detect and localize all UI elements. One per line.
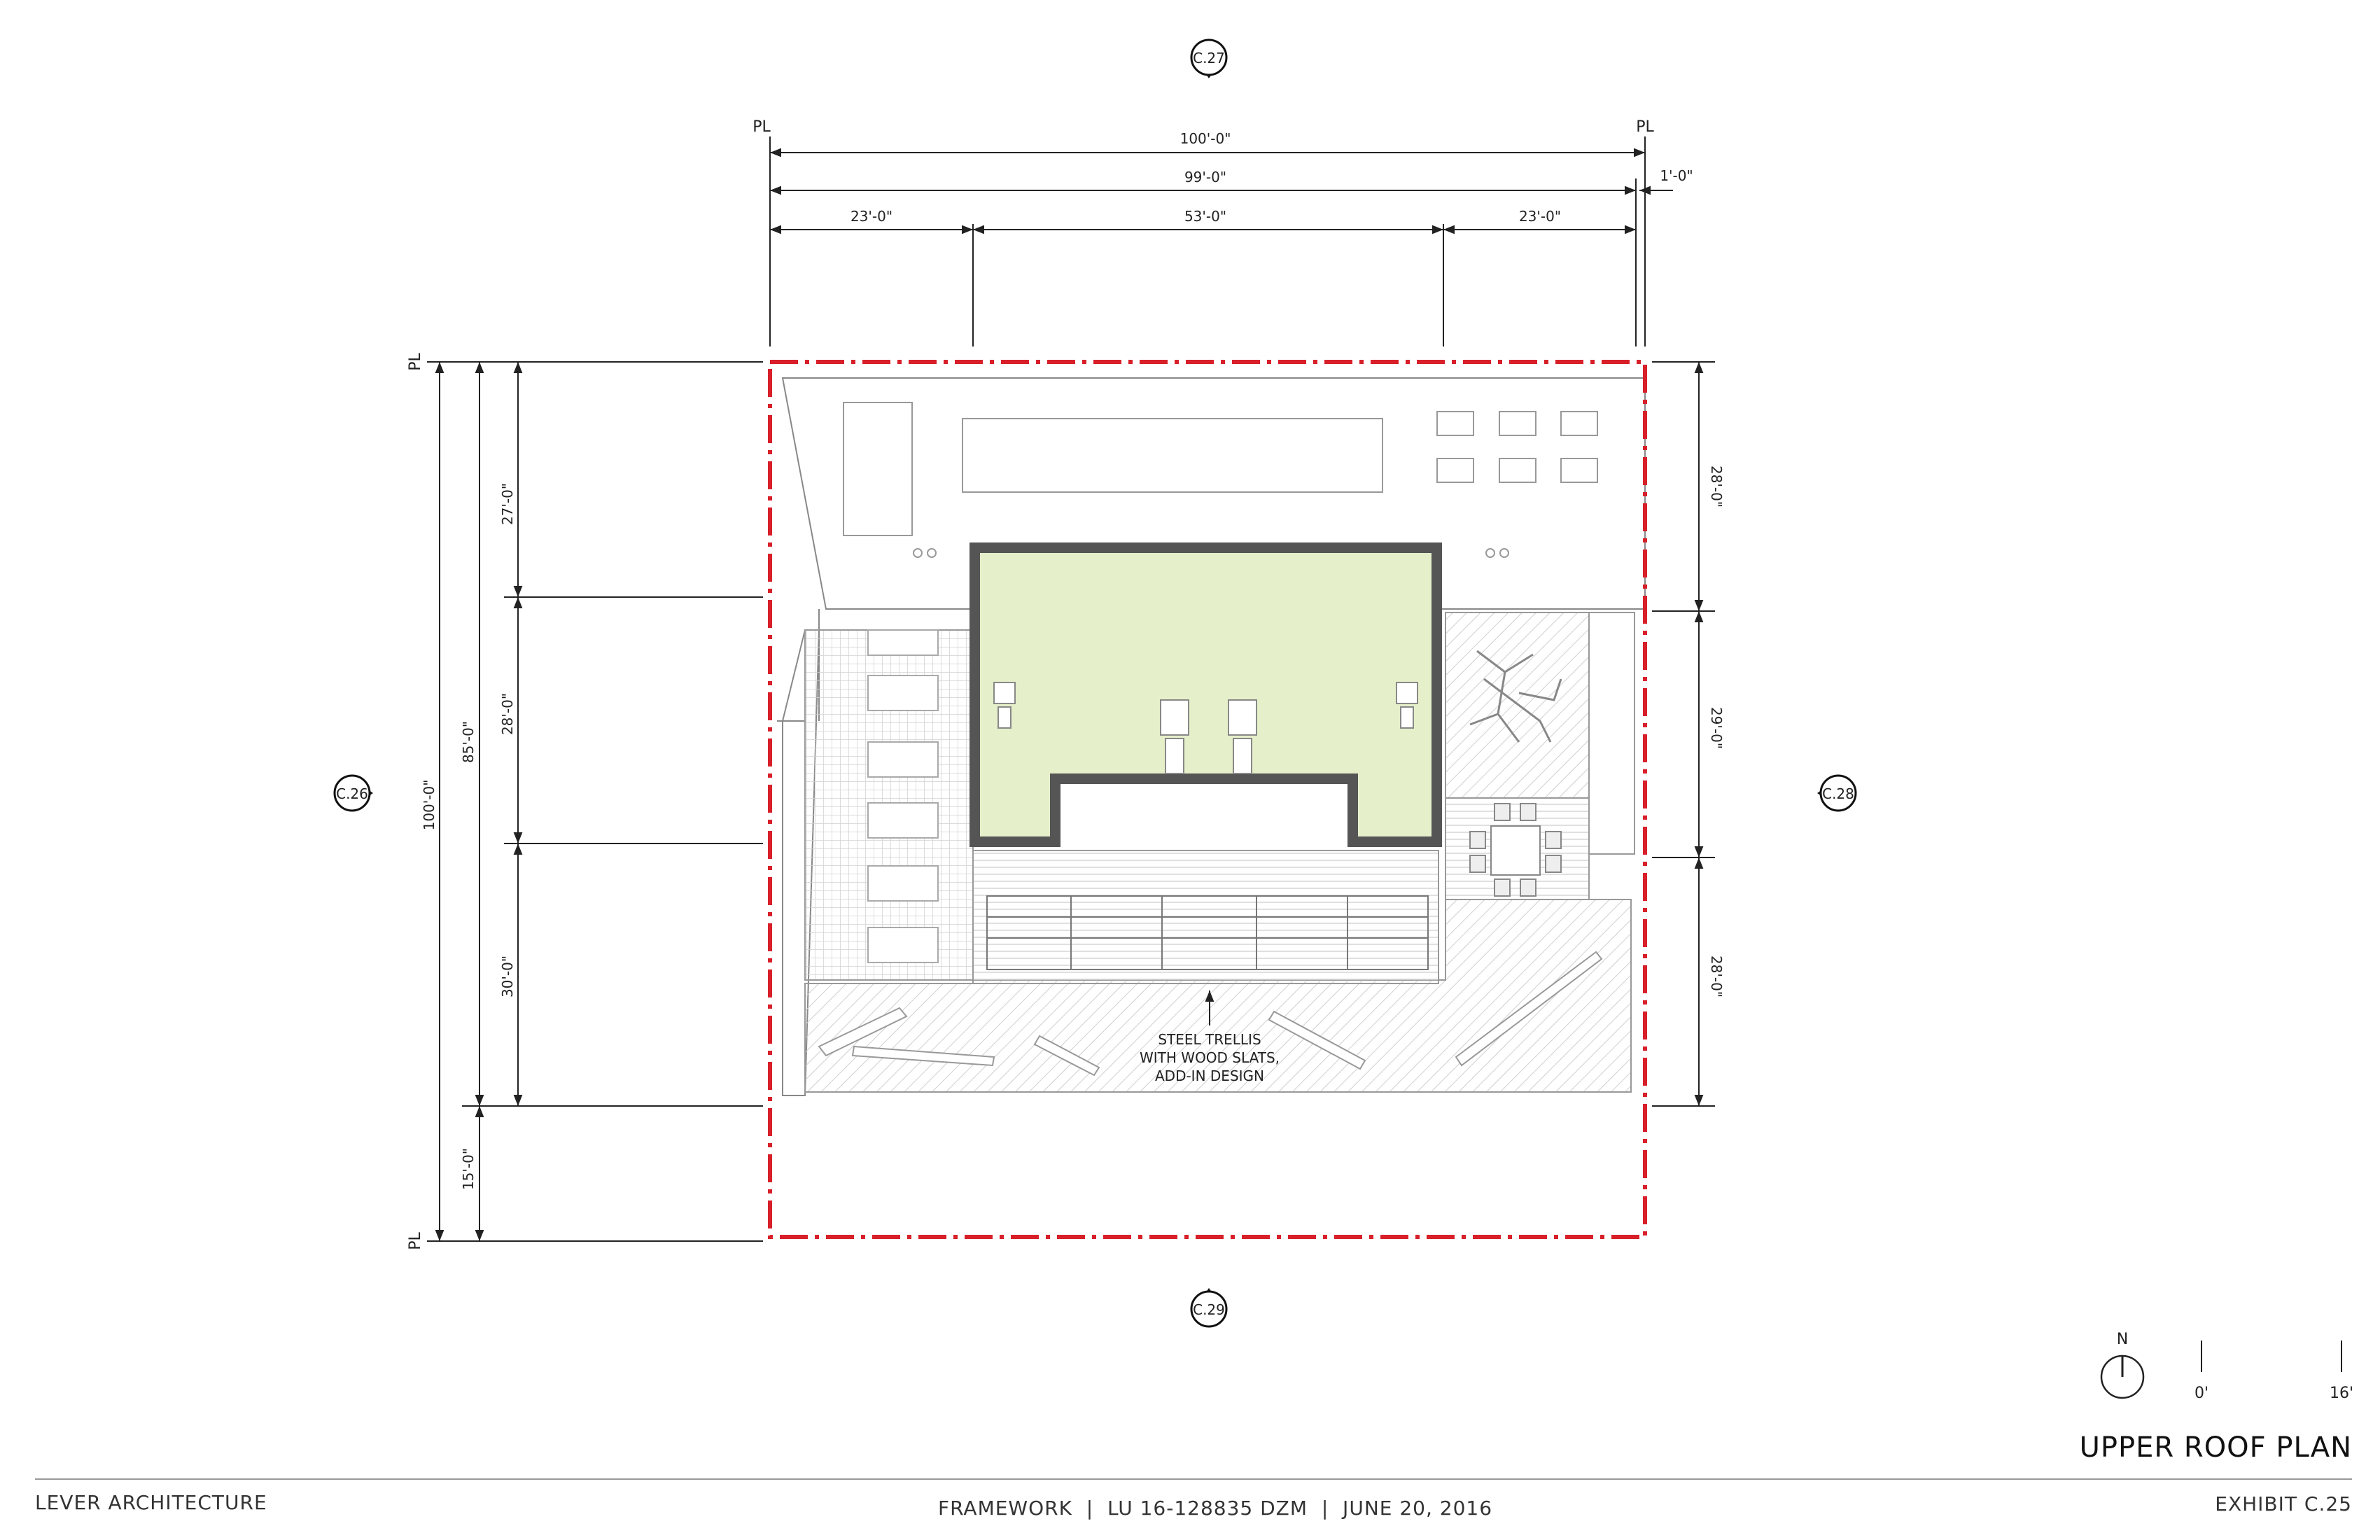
section-marker-right-label: C.28 — [1822, 785, 1854, 802]
pl-label-top-right: PL — [1636, 118, 1654, 136]
dim-left-sub: 85'-0" — [460, 721, 477, 763]
dim-left-seg3: 30'-0" — [499, 955, 516, 997]
section-marker-top[interactable]: C.27 — [1190, 38, 1228, 78]
east-walkway — [1588, 612, 1635, 855]
top-dimension-lines — [769, 136, 1673, 346]
skylight-units — [993, 682, 1418, 774]
section-marker-left[interactable]: C.26 — [333, 774, 373, 812]
section-marker-left-label: C.26 — [336, 785, 368, 802]
scale-bar — [2201, 1340, 2342, 1372]
dim-right-seg1: 28'-0" — [1708, 465, 1725, 507]
north-arrow-icon — [2100, 1354, 2145, 1399]
pl-label-left-bottom: PL — [407, 1231, 424, 1250]
left-dimension-lines — [427, 361, 763, 1242]
green-roof — [980, 553, 1432, 836]
footer-firm: LEVER ARCHITECTURE — [35, 1491, 267, 1514]
dim-right-seg2: 29'-0" — [1708, 707, 1725, 749]
dim-top-inner: 99'-0" — [1184, 169, 1226, 186]
footer-divider — [35, 1478, 2352, 1480]
dim-left-seg2: 28'-0" — [499, 693, 516, 735]
right-dimension-lines — [1652, 361, 1715, 1107]
dim-right-seg3: 28'-0" — [1708, 955, 1725, 997]
tree-icon — [1469, 650, 1562, 743]
dim-left-seg1: 27'-0" — [499, 483, 516, 525]
footer-exhibit: EXHIBIT C.25 — [2215, 1492, 2352, 1516]
section-marker-bottom[interactable]: C.29 — [1190, 1288, 1228, 1328]
dim-top-left-seg: 23'-0" — [850, 208, 892, 225]
dim-left-overall: 100'-0" — [421, 780, 438, 831]
dim-top-right-seg: 23'-0" — [1519, 208, 1561, 225]
property-line — [768, 360, 1647, 1239]
pl-label-left-top: PL — [407, 352, 424, 370]
dim-top-side: 1'-0" — [1660, 167, 1693, 184]
scale-start: 0' — [2194, 1385, 2208, 1402]
section-marker-top-label: C.27 — [1193, 50, 1225, 66]
section-marker-bottom-label: C.29 — [1193, 1301, 1225, 1318]
scale-end: 16' — [2330, 1385, 2353, 1402]
annotation-line-2: WITH WOOD SLATS, — [1140, 1049, 1280, 1066]
section-marker-right[interactable]: C.28 — [1817, 774, 1857, 812]
east-planter — [1445, 612, 1590, 799]
north-label: N — [2117, 1331, 2128, 1348]
footer-project: FRAMEWORK | LU 16-128835 DZM | JUNE 20, … — [938, 1497, 1493, 1520]
west-terrace-pavers — [867, 629, 939, 963]
table-and-chairs — [1469, 803, 1562, 897]
branch-icon — [818, 951, 1603, 1077]
steel-trellis — [986, 895, 1429, 970]
pl-label-top-left: PL — [752, 118, 771, 136]
mechanical-area — [843, 402, 1598, 558]
dim-top-mid-seg: 53'-0" — [1184, 208, 1226, 225]
dim-top-overall: 100'-0" — [1180, 130, 1231, 147]
annotation-line-1: STEEL TRELLIS — [1158, 1031, 1261, 1048]
dim-left-seg4: 15'-0" — [460, 1148, 477, 1190]
annotation-line-3: ADD-IN DESIGN — [1155, 1068, 1264, 1084]
sheet-title: UPPER ROOF PLAN — [2079, 1432, 2352, 1464]
